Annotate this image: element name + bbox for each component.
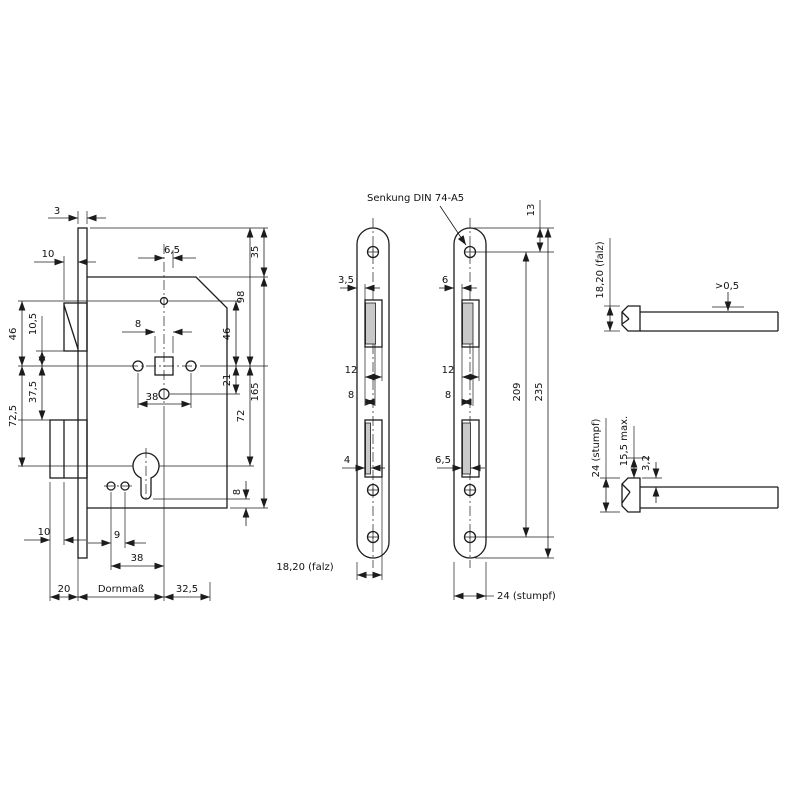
dim-label-35: 35 [250, 246, 261, 259]
deadbolt [49, 419, 88, 479]
latch-head [621, 477, 641, 513]
center-lines [104, 244, 204, 502]
dim-label-6-5-stumpf: 6,5 [435, 455, 451, 466]
dim-label-209: 209 [512, 382, 523, 401]
dim-label-latch-height-falz: 18,20 (falz) [595, 241, 606, 298]
lock-case [87, 276, 228, 509]
dim-label-165: 165 [250, 382, 261, 401]
extension-lines-stumpf [453, 200, 554, 600]
faceplate-stumpf-view: Senkung DIN 74-A5 6 12 8 6,5 24 (stumpf)… [367, 193, 556, 602]
extension-lines-left-view [18, 211, 268, 601]
latch-profile-falz-view: 18,20 (falz) >0,5 [595, 238, 779, 332]
dim-label-6: 6 [442, 275, 448, 286]
latch-cutout [461, 299, 480, 348]
dim-label-dornmass: Dornmaß [98, 584, 144, 595]
dim-label-step: 3,2 [641, 455, 652, 471]
latch-bar [640, 486, 779, 509]
screw-hole-top [366, 245, 380, 259]
extension-lines-latch-falz [604, 238, 620, 332]
latch-visible [365, 302, 376, 345]
dim-label-32-5: 32,5 [176, 584, 198, 595]
dim-label-72: 72 [236, 410, 247, 423]
latch-head-bevels [621, 483, 631, 504]
lock-body-view: 3 10 6,5 46 21 98 72 35 165 46 72,5 10,5… [8, 206, 268, 601]
dim-label-98: 98 [236, 291, 247, 304]
senkung-leader-line [439, 205, 467, 246]
screw-hole-bottom [366, 530, 380, 544]
dim-label-72-5: 72,5 [8, 405, 19, 427]
latch-head [621, 305, 641, 332]
dim-label-38-bottom: 38 [131, 553, 144, 564]
dim-label-travel: 15,5 max. [619, 416, 630, 466]
screw-hole-mid [463, 483, 477, 497]
dim-label-12-falz: 12 [345, 365, 358, 376]
screw-hole-bottom [463, 530, 477, 544]
latch-bar [640, 311, 779, 332]
screw-hole-crosses [465, 247, 475, 542]
latch-visible [462, 302, 474, 345]
dim-label-9: 9 [114, 530, 120, 541]
bolt-visible [365, 422, 371, 475]
dim-label-20: 20 [58, 584, 71, 595]
dim-label-3: 3 [54, 206, 60, 217]
screw-hole-top [463, 245, 477, 259]
dim-label-37-5: 37,5 [28, 381, 39, 403]
dim-label-protrusion: >0,5 [715, 281, 739, 292]
latch-bevel [63, 304, 79, 350]
latch-bolt [63, 302, 88, 352]
dim-label-235: 235 [534, 382, 545, 401]
faceplate-falz-outline [356, 227, 390, 559]
faceplate-stumpf-outline [453, 227, 487, 559]
bolt-cutout [461, 419, 480, 478]
dim-label-3-5: 3,5 [338, 275, 354, 286]
dim-label-width-stumpf: 24 (stumpf) [497, 591, 556, 602]
faceplate-edge [77, 227, 88, 559]
dim-label-8-stumpf: 8 [445, 390, 451, 401]
screw-hole-crosses [368, 247, 378, 542]
dimension-lines-stumpf [437, 228, 552, 600]
dim-label-latch-height-stumpf: 24 (stumpf) [591, 419, 602, 478]
screw-hole-mid [366, 483, 380, 497]
dim-label-13: 13 [526, 204, 537, 217]
dim-label-12-stumpf: 12 [442, 365, 455, 376]
extension-lines-latch-stumpf [600, 418, 662, 513]
dim-label-46-right: 46 [222, 328, 233, 341]
dim-label-38-circles: 38 [146, 392, 159, 403]
dim-label-8-falz: 8 [348, 390, 354, 401]
dim-label-8-bottom-right: 8 [232, 489, 243, 495]
dim-label-10-bottom: 10 [38, 527, 51, 538]
latch-profile-stumpf-view: 24 (stumpf) 15,5 max. 3,2 [591, 416, 779, 513]
dim-label-width-falz: 18,20 (falz) [276, 562, 333, 573]
dim-label-8-follower: 8 [135, 319, 141, 330]
dimension-lines-left-view [18, 214, 268, 601]
dim-label-4: 4 [344, 455, 350, 466]
bolt-cutout [364, 419, 383, 478]
latch-cutout [364, 299, 383, 348]
dim-label-6-5: 6,5 [164, 245, 180, 256]
latch-head-bevels [621, 311, 630, 325]
dim-label-10-top: 10 [42, 249, 55, 260]
senkung-note: Senkung DIN 74-A5 [367, 193, 464, 204]
dim-label-10-5: 10,5 [28, 313, 39, 335]
dim-label-21: 21 [222, 374, 233, 387]
dim-label-46-left: 46 [8, 328, 19, 341]
faceplate-falz-view: 3,5 12 8 4 18,20 (falz) [276, 218, 390, 580]
bolt-visible [462, 422, 471, 475]
dimension-lines-falz [340, 284, 385, 579]
